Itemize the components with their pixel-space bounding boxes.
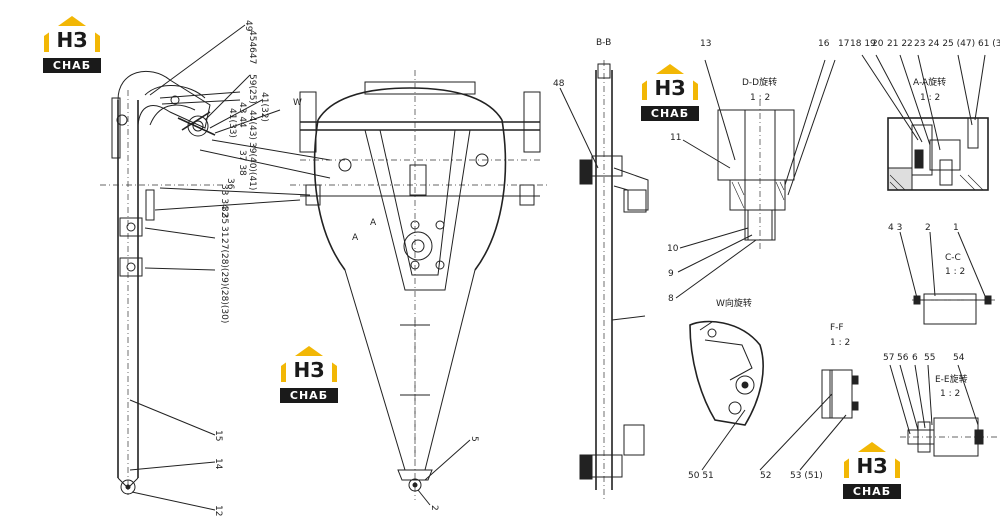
section-bb-view bbox=[559, 60, 649, 500]
callout-17: 17 bbox=[838, 39, 849, 49]
section-aa-view bbox=[861, 54, 989, 191]
callout-11: 11 bbox=[670, 133, 681, 143]
logo-roof-icon bbox=[44, 16, 100, 52]
callout-cc-2: 2 bbox=[925, 223, 931, 233]
callout-13: 13 bbox=[700, 39, 711, 49]
callout-4132: 41(32) bbox=[259, 92, 269, 122]
callout-5351: 53 (51) bbox=[790, 471, 823, 481]
w-view bbox=[689, 320, 764, 471]
scale-aa: 1 : 2 bbox=[920, 93, 940, 103]
callout-4344: 43 44 bbox=[237, 102, 247, 128]
section-cc-view bbox=[899, 231, 995, 325]
scale-cc: 1 : 2 bbox=[945, 267, 965, 277]
callout-5925: 59(25) bbox=[247, 74, 257, 104]
title-aa: A-A旋转 bbox=[913, 76, 946, 88]
section-dd-view bbox=[675, 59, 836, 299]
callout-2: 2 bbox=[429, 505, 439, 511]
callout-394041: 39(40)(41) bbox=[247, 142, 257, 190]
callout-55: 55 bbox=[924, 353, 935, 363]
callout-454647: 454647 bbox=[247, 30, 257, 64]
callout-36: 36 bbox=[225, 178, 235, 190]
callout-12: 12 bbox=[213, 505, 223, 516]
callout-6: 6 bbox=[912, 353, 918, 363]
callout-32: 32 bbox=[219, 206, 229, 217]
callout-16: 16 bbox=[818, 39, 830, 49]
callout-cc-1: 1 bbox=[953, 223, 959, 233]
logo-wordmark: СНАБ bbox=[641, 106, 699, 121]
callout-48: 48 bbox=[553, 79, 565, 89]
scale-ee: 1 : 2 bbox=[940, 389, 960, 399]
scale-ff: 1 : 2 bbox=[830, 338, 850, 348]
brand-logo-bottom-left: НЗ СНАБ bbox=[277, 344, 341, 408]
callout-14: 14 bbox=[213, 458, 223, 470]
logo-wordmark: СНАБ bbox=[843, 484, 901, 499]
logo-roof-icon bbox=[281, 346, 337, 382]
brand-logo-top-left: НЗ СНАБ bbox=[40, 14, 104, 78]
section-ee-view bbox=[889, 364, 998, 457]
title-ee: E-E旋转 bbox=[935, 373, 968, 385]
callout-labels: 49 454647 59(25) 44(43) 41(32) 43 44 41(… bbox=[213, 20, 1000, 516]
section-mark-a: A bbox=[352, 233, 359, 243]
callout-2122: 21 22 bbox=[887, 39, 913, 49]
callout-2728: 27(28)(29)(28)(30) bbox=[219, 238, 229, 323]
callout-52: 52 bbox=[760, 471, 771, 481]
view-mark-w: W bbox=[293, 98, 302, 108]
callout-31: 31 bbox=[219, 226, 229, 237]
scale-dd: 1 : 2 bbox=[750, 93, 770, 103]
callout-3738: 37 38 bbox=[237, 150, 247, 176]
callout-23: 23 bbox=[914, 39, 925, 49]
callout-4133: 41(33) bbox=[227, 108, 237, 138]
section-titles: B-B D-D旋转 1 : 2 A-A旋转 1 : 2 C-C 1 : 2 W向… bbox=[596, 38, 968, 399]
logo-roof-icon bbox=[642, 64, 698, 100]
logo-wordmark: СНАБ bbox=[280, 388, 338, 403]
callout-57: 57 bbox=[883, 353, 894, 363]
brand-logo-bottom-right: НЗ СНАБ bbox=[840, 440, 904, 504]
callout-5051: 50 51 bbox=[688, 471, 714, 481]
title-cc: C-C bbox=[945, 253, 961, 263]
callout-56: 56 bbox=[897, 353, 909, 363]
callout-10: 10 bbox=[667, 244, 679, 254]
section-ff-view bbox=[759, 369, 859, 471]
logo-monogram: НЗ bbox=[856, 454, 888, 478]
callout-333435: 33 34 35 bbox=[219, 184, 229, 224]
logo-monogram: НЗ bbox=[293, 358, 325, 382]
callout-1819: 18 19 bbox=[850, 39, 876, 49]
callout-4-3: 4 3 bbox=[888, 223, 902, 233]
section-mark-a2: A bbox=[370, 218, 377, 228]
title-ff: F-F bbox=[830, 323, 844, 333]
brand-logo-top-center: НЗ СНАБ bbox=[638, 62, 702, 126]
callout-24-25-47-61-3: 24 25 (47) 61 (3) bbox=[928, 39, 1000, 49]
logo-monogram: НЗ bbox=[654, 76, 686, 100]
callout-54: 54 bbox=[953, 353, 965, 363]
title-w: W向旋转 bbox=[716, 297, 752, 309]
logo-monogram: НЗ bbox=[56, 28, 88, 52]
title-dd: D-D旋转 bbox=[742, 76, 777, 88]
arm-side-view bbox=[100, 24, 331, 511]
callout-9: 9 bbox=[668, 269, 674, 279]
callout-20: 20 bbox=[872, 39, 884, 49]
hopper-front-view: A A W bbox=[290, 70, 550, 506]
logo-wordmark: СНАБ bbox=[43, 58, 101, 73]
logo-roof-icon bbox=[844, 442, 900, 478]
callout-49: 49 bbox=[243, 20, 253, 32]
callout-15: 15 bbox=[213, 430, 223, 441]
title-bb: B-B bbox=[596, 38, 611, 48]
callout-5: 5 bbox=[469, 436, 479, 442]
callout-4443: 44(43) bbox=[247, 110, 257, 140]
callout-8: 8 bbox=[668, 294, 674, 304]
